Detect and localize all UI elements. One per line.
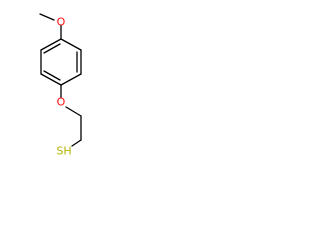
bond-oxygen-ch2 [65,106,82,117]
bond-ring-6 [40,38,62,51]
bond-ring-double-top-left [43,43,61,54]
oxygen-middle-label: O [57,96,66,109]
bond-ring-4 [40,73,62,86]
bond-ring-double-bottom-left [43,70,61,81]
molecule-structure: O O SH [39,13,82,158]
sulfur-label: SH [56,145,71,158]
bond-ring-3 [60,73,82,86]
oxygen-top-label: O [57,16,66,29]
bond-ring-1 [60,38,82,51]
bond-ch2-sulfur [71,139,82,147]
bond-methyl-oxygen [39,13,55,21]
